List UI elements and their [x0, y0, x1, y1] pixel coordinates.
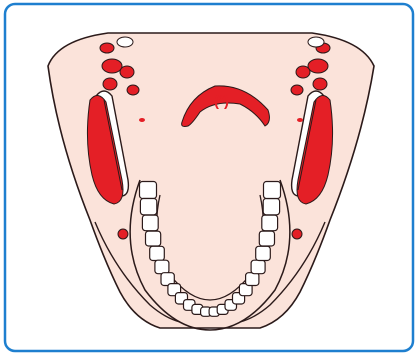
tooth — [140, 182, 157, 199]
lesion — [127, 85, 139, 95]
lesion — [118, 229, 128, 239]
lesion-small — [297, 118, 303, 122]
tooth — [155, 260, 169, 274]
tooth — [246, 273, 259, 286]
tooth — [146, 231, 161, 246]
lesion — [308, 59, 328, 73]
tooth — [264, 182, 281, 199]
tooth — [142, 215, 158, 231]
lesion — [103, 78, 117, 90]
white-lesion-right — [308, 37, 324, 47]
lesion-glyph: (²) — [214, 93, 229, 110]
lesion-small — [139, 118, 145, 122]
tooth — [150, 246, 165, 260]
tooth — [256, 246, 271, 260]
lesion — [102, 59, 122, 73]
lesion — [296, 66, 310, 78]
white-lesion-left — [117, 37, 133, 47]
tooth — [263, 199, 279, 215]
tooth — [140, 199, 156, 215]
lesion — [120, 66, 134, 78]
tooth — [251, 260, 265, 274]
lesion — [100, 43, 114, 53]
lesion — [292, 229, 302, 239]
tooth — [262, 215, 278, 231]
lesion — [313, 78, 327, 90]
tooth — [259, 231, 274, 246]
lesion — [291, 85, 303, 95]
